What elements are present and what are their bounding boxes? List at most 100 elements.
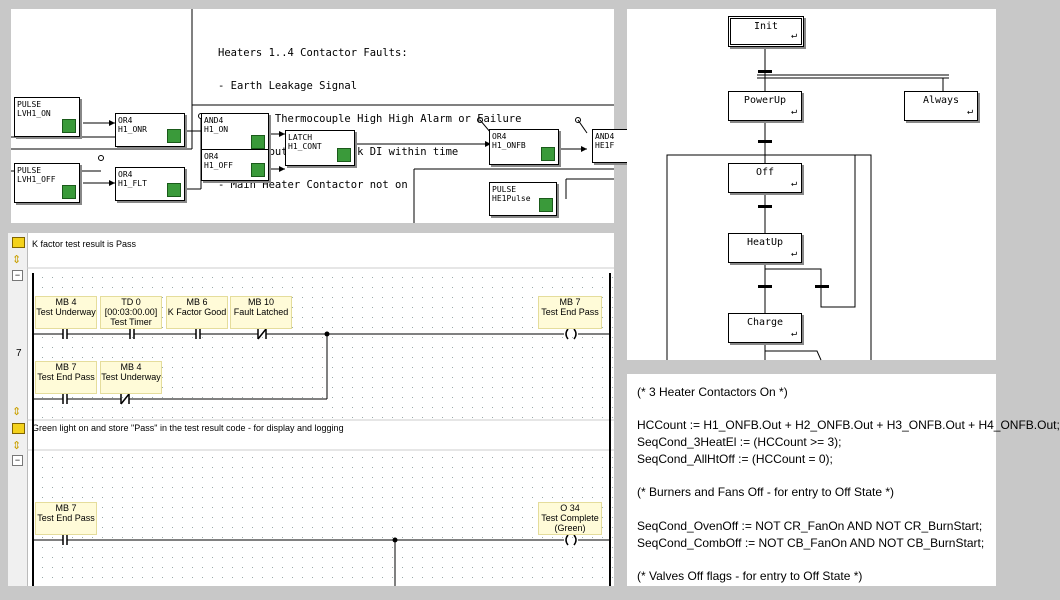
block-type: AND4 xyxy=(204,116,224,125)
block-cube-icon xyxy=(167,129,181,143)
contact-label-mb7-branch[interactable]: MB 7 Test End Pass xyxy=(35,361,97,394)
fbd-block-pulse-lvh1-on[interactable]: PULSE LVH1_ON xyxy=(14,97,80,137)
comment-icon[interactable] xyxy=(12,423,25,434)
block-name: HE1F xyxy=(595,141,615,150)
contact-description: Test End Pass xyxy=(37,513,95,523)
block-type: PULSE xyxy=(17,100,42,109)
step-label: PowerUp xyxy=(743,95,787,106)
expand-arrows-icon[interactable]: ⇕ xyxy=(12,440,22,452)
fbd-block-or4-h1-off[interactable]: OR4 H1_OFF xyxy=(201,149,269,181)
block-type: OR4 xyxy=(204,152,219,161)
sfc-step-init[interactable]: Init ↵ xyxy=(728,16,804,47)
contact-label-mb10[interactable]: MB 10 Fault Latched xyxy=(230,296,292,329)
rung-gutter xyxy=(8,233,28,586)
block-name: H1_CONT xyxy=(288,142,322,151)
contact-address: MB 4 xyxy=(120,362,142,372)
fbd-block-or4-h1-flt[interactable]: OR4 H1_FLT xyxy=(115,167,185,201)
fbd-block-latch-h1-cont[interactable]: LATCH H1_CONT xyxy=(285,130,355,166)
coil-description-2: (Green) xyxy=(554,523,586,533)
expand-arrows-icon[interactable]: ⇕ xyxy=(12,406,22,418)
st-code-line: SeqCond_CombOff := NOT CB_FanOn AND NOT … xyxy=(637,536,985,550)
sfc-step-heatup[interactable]: HeatUp ↵ xyxy=(728,233,802,263)
timer-preset: [00:03:00.00] xyxy=(104,307,158,317)
block-type: AND4 xyxy=(595,132,615,141)
coil-label-mb7[interactable]: MB 7 Test End Pass xyxy=(538,296,602,329)
block-cube-icon xyxy=(251,163,265,177)
block-name: H1_ONFB xyxy=(492,141,526,150)
step-action-icon: ↵ xyxy=(790,106,797,117)
contact-label-mb4-branch[interactable]: MB 4 Test Underway xyxy=(100,361,162,394)
block-type: PULSE xyxy=(17,166,42,175)
contact-address: MB 7 xyxy=(55,362,77,372)
contact-description: Fault Latched xyxy=(233,307,289,317)
contact-address: MB 7 xyxy=(55,503,77,513)
step-action-icon: ↵ xyxy=(790,178,797,189)
step-action-icon: ↵ xyxy=(790,248,797,259)
comment-line: Heaters 1..4 Contactor Faults: xyxy=(218,47,408,59)
block-type: PULSE xyxy=(492,185,517,194)
structured-text-panel: (* 3 Heater Contactors On *) HCCount := … xyxy=(627,374,1060,586)
contact-label-td0[interactable]: TD 0 [00:03:00.00] Test Timer xyxy=(100,296,162,329)
fbd-block-pulse-he1pulse[interactable]: PULSE HE1Pulse xyxy=(489,182,557,216)
block-cube-icon xyxy=(62,185,76,199)
rung-comment: Green light on and store "Pass" in the t… xyxy=(32,423,344,433)
block-cube-icon xyxy=(539,198,553,212)
sfc-step-always[interactable]: Always ↵ xyxy=(904,91,978,121)
coil-address: MB 7 xyxy=(559,297,581,307)
fbd-block-or4-h1-onfb[interactable]: OR4 H1_ONFB xyxy=(489,129,559,165)
step-label: HeatUp xyxy=(746,237,784,248)
contact-label-mb4[interactable]: MB 4 Test Underway xyxy=(35,296,97,329)
block-name: H1_FLT xyxy=(118,179,147,188)
block-name: HE1Pulse xyxy=(492,194,531,203)
fbd-block-or4-h1-onr[interactable]: OR4 H1_ONR xyxy=(115,113,185,147)
contact-description: Test Underway xyxy=(36,307,96,317)
step-action-icon: ↵ xyxy=(790,30,797,41)
contact-address: MB 4 xyxy=(55,297,77,307)
collapse-icon[interactable]: − xyxy=(12,455,23,466)
contact-label-mb6[interactable]: MB 6 K Factor Good xyxy=(166,296,228,329)
fbd-block-and4-he1f[interactable]: AND4 HE1F xyxy=(592,129,632,163)
st-code-line: HCCount := H1_ONFB.Out + H2_ONFB.Out + H… xyxy=(637,418,1060,432)
step-label: Always xyxy=(922,95,960,106)
st-code-line: SeqCond_AllHtOff := (HCCount = 0); xyxy=(637,452,833,466)
comment-icon[interactable] xyxy=(12,237,25,248)
comment-line: - Main Heater Contactor not on xyxy=(218,179,408,191)
comment-line: - Earth Leakage Signal xyxy=(218,80,358,92)
contact-description: Test Underway xyxy=(101,372,161,382)
fbd-block-pulse-lvh1-off[interactable]: PULSE LVH1_OFF xyxy=(14,163,80,203)
contact-label-mb7-rung2[interactable]: MB 7 Test End Pass xyxy=(35,502,97,535)
sfc-diagram-panel: Init ↵ PowerUp ↵ Always ↵ Off ↵ HeatUp ↵… xyxy=(627,9,996,361)
block-cube-icon xyxy=(251,135,265,149)
block-type: LATCH xyxy=(288,133,313,142)
contact-address: MB 10 xyxy=(247,297,274,307)
step-label: Off xyxy=(755,167,775,178)
contact-description: K Factor Good xyxy=(167,307,227,317)
rung-comment: K factor test result is Pass xyxy=(32,239,137,249)
sfc-step-off[interactable]: Off ↵ xyxy=(728,163,802,193)
st-code-line: SeqCond_OvenOff := NOT CR_FanOn AND NOT … xyxy=(637,519,983,533)
sfc-step-powerup[interactable]: PowerUp ↵ xyxy=(728,91,802,121)
coil-description: Test Complete xyxy=(541,513,599,523)
st-comment-line: (* Valves Off flags - for entry to Off S… xyxy=(637,569,863,583)
block-name: H1_ONR xyxy=(118,125,147,134)
contact-description: Test End Pass xyxy=(37,372,95,382)
block-cube-icon xyxy=(337,148,351,162)
sfc-canvas xyxy=(666,47,949,361)
coil-label-o34[interactable]: O 34 Test Complete (Green) xyxy=(538,502,602,535)
contact-address: TD 0 xyxy=(121,297,141,307)
block-name: LVH1_OFF xyxy=(17,175,56,184)
contact-description: Test Timer xyxy=(110,317,152,327)
block-cube-icon xyxy=(167,183,181,197)
block-name: LVH1_ON xyxy=(17,109,51,118)
expand-arrows-icon[interactable]: ⇕ xyxy=(12,254,22,266)
st-comment-line: (* 3 Heater Contactors On *) xyxy=(637,385,788,399)
ladder-diagram-panel: ⇕ − 7 ⇕ ⇕ − K factor test result is Pass… xyxy=(8,233,614,586)
coil-description: Test End Pass xyxy=(541,307,599,317)
block-name: H1_ON xyxy=(204,125,229,134)
collapse-icon[interactable]: − xyxy=(12,270,23,281)
contact-address: MB 6 xyxy=(186,297,208,307)
block-type: OR4 xyxy=(492,132,507,141)
rung-number: 7 xyxy=(16,348,22,359)
sfc-step-charge[interactable]: Charge ↵ xyxy=(728,313,802,343)
fbd-block-and4-h1-on[interactable]: AND4 H1_ON xyxy=(201,113,269,153)
